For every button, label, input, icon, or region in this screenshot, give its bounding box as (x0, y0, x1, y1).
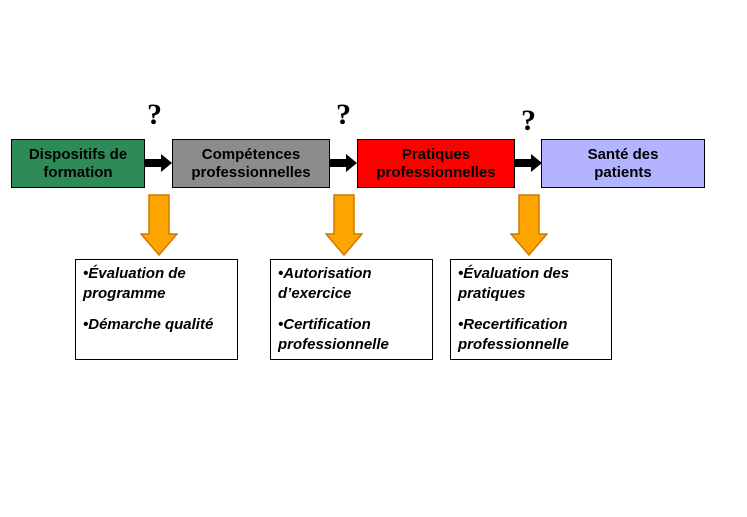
note-item: •Démarche qualité (83, 316, 214, 333)
connector-arrow-shape (330, 154, 357, 172)
box-label: Santé des patients (587, 145, 659, 181)
note-item: •Évaluation de programme (83, 265, 186, 302)
down-arrow-shape (140, 194, 178, 256)
note-item: •Recertification professionnelle (458, 316, 569, 353)
note-competences: •Autorisation d’exercice •Certification … (270, 259, 433, 360)
down-arrow-icon (140, 194, 178, 256)
question-mark-1: ? (147, 98, 162, 131)
connector-arrow-shape (515, 154, 542, 172)
down-arrow-icon (510, 194, 548, 256)
box-dispositifs-formation: Dispositifs de formation (11, 139, 145, 188)
down-arrow-shape (325, 194, 363, 256)
question-mark-2: ? (336, 98, 351, 131)
note-item: •Évaluation des pratiques (458, 265, 570, 302)
box-pratiques-professionnelles: Pratiques professionnelles (357, 139, 515, 188)
box-competences-professionnelles: Compétences professionnelles (172, 139, 330, 188)
box-label: Pratiques professionnelles (376, 145, 496, 181)
note-item: •Certification professionnelle (278, 316, 389, 353)
box-sante-patients: Santé des patients (541, 139, 705, 188)
question-mark-3: ? (521, 104, 536, 137)
note-formation: •Évaluation de programme •Démarche quali… (75, 259, 238, 360)
box-label: Dispositifs de formation (28, 145, 128, 181)
down-arrow-shape (510, 194, 548, 256)
note-item: •Autorisation d’exercice (278, 265, 372, 302)
right-arrow-icon (515, 154, 542, 172)
note-pratiques: •Évaluation des pratiques •Recertificati… (450, 259, 612, 360)
connector-arrow-shape (145, 154, 172, 172)
right-arrow-icon (330, 154, 357, 172)
right-arrow-icon (145, 154, 172, 172)
box-label: Compétences professionnelles (191, 145, 311, 181)
down-arrow-icon (325, 194, 363, 256)
